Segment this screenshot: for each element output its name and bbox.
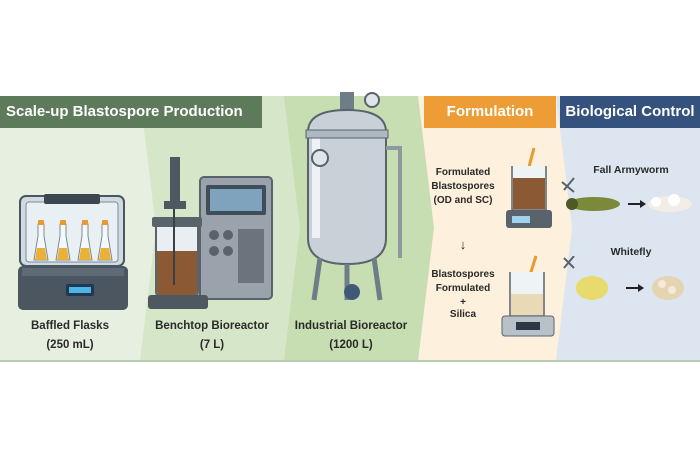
pest2-label: Whitefly <box>610 246 652 258</box>
flasks-name: Baffled Flasks <box>31 320 109 332</box>
formulated-label-2: Blastospores <box>431 181 495 192</box>
industrial-name: Industrial Bioreactor <box>294 320 408 332</box>
silica-label-1: Blastospores <box>431 269 495 280</box>
scale-up-header: Scale-up Blastospore Production <box>0 96 262 128</box>
beaker-stirrer-icon <box>506 147 552 228</box>
silica-label-4: Silica <box>449 309 477 320</box>
benchtop-volume: (7 L) <box>199 339 225 351</box>
chevron-1 <box>140 96 156 361</box>
beaker-scale-icon <box>501 255 555 337</box>
incubator-shaker-icon <box>18 194 128 310</box>
industrial-volume: (1200 L) <box>329 339 373 351</box>
silica-label-2: Formulated <box>435 283 491 294</box>
silica-label-3: + <box>460 297 466 308</box>
chevron-2 <box>284 96 300 361</box>
industrial-bioreactor-icon <box>305 92 402 301</box>
biocontrol-panel <box>556 96 700 361</box>
fall-armyworm-icon <box>561 177 692 212</box>
formulated-label-1: Formulated <box>435 167 491 178</box>
whitefly-icon <box>563 256 684 300</box>
flasks-volume: (250 mL) <box>46 339 94 351</box>
chevron-4 <box>556 96 572 361</box>
formulated-label-3: (OD and SC) <box>433 195 493 206</box>
pest1-label: Fall Armyworm <box>593 164 669 176</box>
benchtop-name: Benchtop Bioreactor <box>155 320 269 332</box>
bottom-divider <box>0 360 700 362</box>
chevron-3 <box>418 96 434 361</box>
benchtop-bioreactor-icon <box>148 157 273 309</box>
biocontrol-header: Biological Control <box>560 96 700 128</box>
formulation-header: Formulation <box>424 96 556 128</box>
down-arrow-icon: ↓ <box>459 237 467 252</box>
